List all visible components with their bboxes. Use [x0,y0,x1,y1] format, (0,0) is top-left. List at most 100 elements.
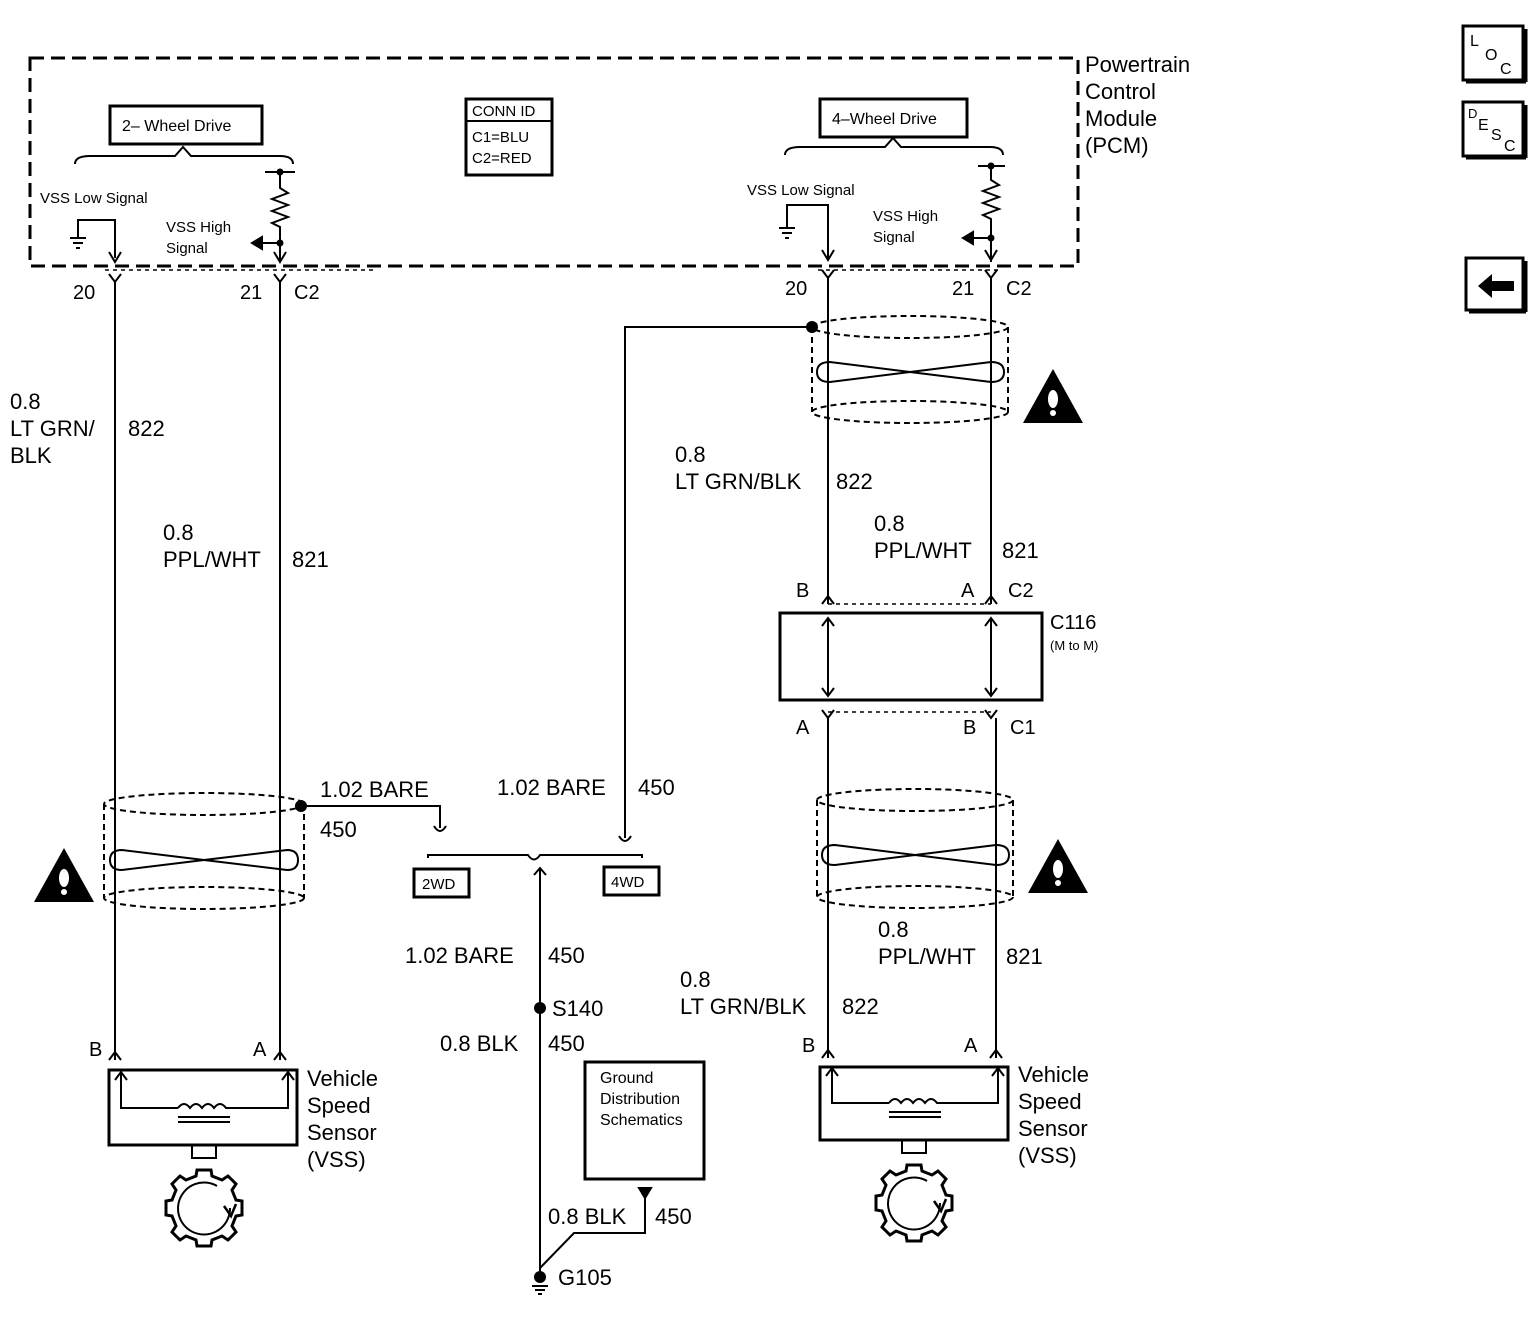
right-pin-20: 20 [785,278,807,300]
left-shield-top [103,792,305,816]
blk-wire-label: 0.8 BLK [440,1031,519,1056]
right-drive-label: 4–Wheel Drive [832,111,937,128]
desc-letter-s: S [1491,127,1502,144]
drain-4wd-circuit: 450 [638,775,675,800]
ground-ref-box [583,1060,706,1181]
bare-wire-label: 1.02 BARE [405,943,514,968]
ground-ref-label-3: Schematics [600,1112,683,1129]
desc-letter-d: D [1468,106,1477,121]
left-reluctor-icon [164,1168,244,1248]
right-drain-splice [806,321,818,333]
left-wire822-circuit: 822 [128,416,165,441]
option-bus [427,854,643,861]
left-sensor-pin-a: A [253,1039,267,1061]
right-wire822b-size: 0.8 [680,967,711,992]
left-drive-brace [74,145,294,165]
right-wire822-color: LT GRN/BLK [675,469,802,494]
left-conn-c2: C2 [294,282,320,304]
c116-bottom-pin-a: A [796,717,810,739]
left-sensor-label-3: Sensor [307,1120,377,1145]
right-resistor-icon [978,165,1005,262]
left-resistor-icon [265,171,295,262]
option-4wd-box: 4WD [602,865,661,897]
left-pin21-terminal [273,273,287,284]
pcm-label-1: Powertrain [1085,52,1190,77]
left-pcm-internals [70,104,295,264]
right-coil-icon [888,1098,941,1105]
right-vss-high-label-1: VSS High [873,208,938,225]
right-drive-box [818,97,969,139]
pcm-module [28,56,1080,271]
drain-4wd-label: 1.02 BARE [497,775,606,800]
left-coil-icon [177,1103,230,1110]
left-sensor-label-1: Vehicle [307,1066,378,1091]
c116-top-pin-b: B [796,580,809,602]
right-wire821b-circuit: 821 [1006,944,1043,969]
left-vss-high-label-2: Signal [166,240,208,257]
right-pin-21: 21 [952,278,974,300]
right-vss-sensor [818,1065,1010,1243]
right-wire821b-size: 0.8 [878,917,909,942]
right-wires [618,269,1044,1059]
left-drain-label: 1.02 BARE [320,777,429,802]
c116-connector [778,611,1044,702]
left-wire822-color-1: LT GRN/ [10,416,96,441]
left-wire821-circuit: 821 [292,547,329,572]
right-vss-high-label-2: Signal [873,229,915,246]
right-upper-twist-icon [815,360,1006,384]
wire-450-blk-ref [539,1196,646,1269]
right-ground-icon [779,204,829,258]
right-sensor-label-2: Speed [1018,1089,1082,1114]
left-arrow-icon [1478,274,1514,298]
right-sensor-label-3: Sensor [1018,1116,1088,1141]
right-wire821-color: PPL/WHT [874,538,972,563]
left-vss-high-label-1: VSS High [166,219,231,236]
left-pin20-terminal [108,273,122,284]
left-pin-21: 21 [240,282,262,304]
right-wire821-circuit: 821 [1002,538,1039,563]
right-wire822-size: 0.8 [675,442,706,467]
desc-button[interactable]: D E S C [1461,100,1528,160]
c116-top-conn: C2 [1008,580,1034,602]
right-wire822b-circuit: 822 [842,994,879,1019]
loc-letter-o: O [1485,47,1497,64]
left-wire821-color: PPL/WHT [163,547,261,572]
conn-id-c2: C2=RED [472,150,532,167]
pcm-label-4: (PCM) [1085,133,1149,158]
splice-s140 [534,1002,546,1014]
conn-id-c1: C1=BLU [472,129,529,146]
blk-wire-2-circuit: 450 [655,1204,692,1229]
left-vss-sensor [107,1068,299,1248]
ground-g105-icon [532,1271,548,1295]
c116-bottom-conn: C1 [1010,717,1036,739]
left-sensor-pin-b: B [89,1039,102,1061]
pcm-label-2: Control [1085,79,1156,104]
back-button[interactable] [1464,256,1528,314]
c116-bottom-pin-b: B [963,717,976,739]
right-vss-low-label: VSS Low Signal [747,182,855,199]
conn-id-title: CONN ID [472,103,536,120]
right-wire822-circuit: 822 [836,469,873,494]
desc-letter-c: C [1504,138,1516,155]
left-sensor-label-4: (VSS) [307,1147,366,1172]
option-4wd-label: 4WD [611,874,645,891]
blk-wire-circuit: 450 [548,1031,585,1056]
right-lower-twist-icon [820,843,1011,867]
loc-button[interactable]: L O C [1461,24,1528,84]
right-sensor-pin-b: B [802,1035,815,1057]
right-wire822b-color: LT GRN/BLK [680,994,807,1019]
right-pcm-internals [779,97,1005,262]
right-upper-warning-icon [1023,369,1083,423]
right-drive-brace [784,136,1004,156]
left-drive-box [108,104,264,146]
option-2wd-label: 2WD [422,876,456,893]
option-2wd-box: 2WD [412,867,471,899]
ground-g105-label: G105 [558,1265,612,1290]
bare-wire-circuit: 450 [548,943,585,968]
left-pin-20: 20 [73,282,95,304]
left-drain-wire [303,805,441,828]
left-sensor-label-2: Speed [307,1093,371,1118]
right-sensor-label-1: Vehicle [1018,1062,1089,1087]
ground-ref-label-2: Distribution [600,1091,680,1108]
